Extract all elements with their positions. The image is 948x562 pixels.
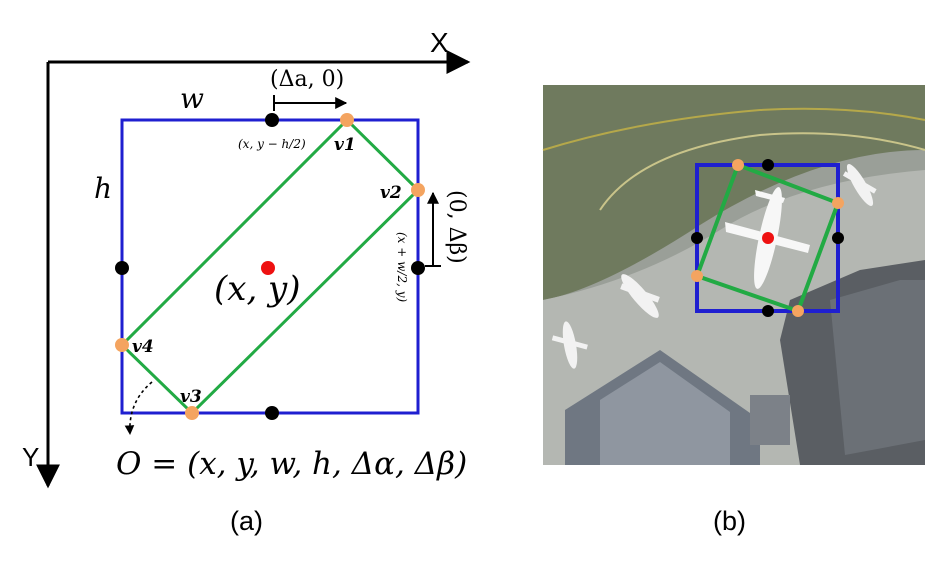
plane-icon: [620, 274, 660, 318]
formula: O = (x, y, w, h, Δα, Δβ): [116, 446, 467, 482]
center-label: (x, y): [214, 269, 301, 309]
panel-a: X Y w h (Δa, 0) (0, Δβ) (x, y − h/2) (x …: [22, 27, 471, 536]
caption-b: (b): [713, 506, 746, 536]
x-axis-label: X: [430, 27, 449, 58]
v1-label: v1: [334, 135, 356, 155]
width-label: w: [180, 82, 204, 115]
plane-icon: [842, 164, 877, 206]
vertex-v4: [115, 338, 129, 352]
v3-label: v3: [180, 387, 202, 407]
v4-label: v4: [132, 337, 154, 357]
vertex-v3: [185, 406, 199, 420]
plane-icon: [551, 321, 588, 369]
origin-pointer-arrow: [124, 381, 153, 435]
center-point: [261, 261, 275, 275]
v2-label: v2: [380, 183, 402, 203]
vertex-v2: [411, 183, 425, 197]
vertex-v1: [340, 113, 354, 127]
top-midpoint-label: (x, y − h/2): [238, 137, 306, 151]
left-midpoint: [115, 261, 129, 275]
right-midpoint-label: (x + w/2, y): [395, 232, 409, 302]
height-label: h: [94, 172, 112, 205]
caption-a: (a): [230, 506, 263, 536]
delta-b-label: (0, Δβ): [444, 190, 469, 264]
bottom-midpoint: [265, 406, 279, 420]
y-axis-label: Y: [22, 442, 39, 472]
top-midpoint: [265, 113, 279, 127]
panel-b: (b): [542, 85, 926, 536]
right-midpoint: [411, 261, 425, 275]
delta-a-label: (Δa, 0): [270, 67, 344, 92]
